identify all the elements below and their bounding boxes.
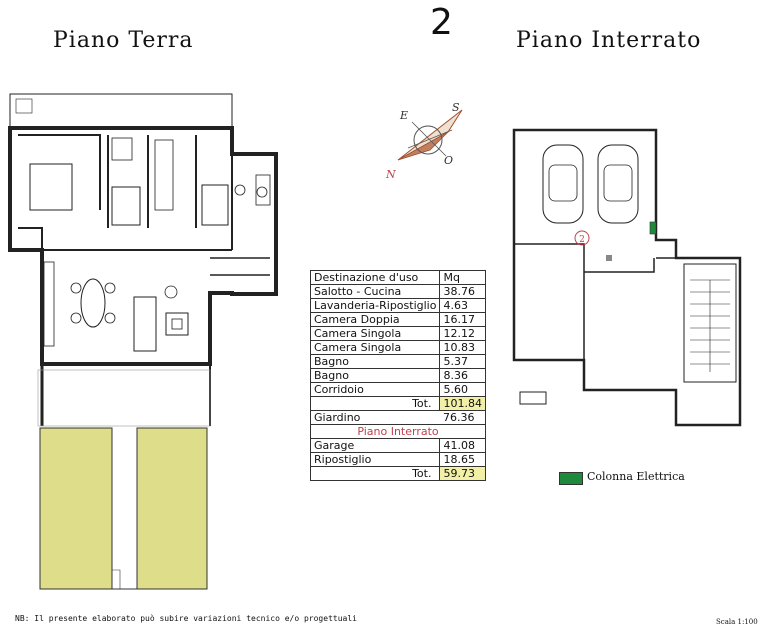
ground-total-label: Tot. <box>309 396 441 411</box>
electrical-column-marker <box>649 221 657 235</box>
ground-floor-title: Piano Terra <box>53 28 194 53</box>
compass-east-label: E <box>399 109 408 122</box>
basement-plan <box>512 128 742 427</box>
compass-north-label: N <box>385 168 396 181</box>
basement-marker: 2 <box>579 235 585 245</box>
legend-label: Colonna Elettrica <box>587 470 685 483</box>
legend-swatch <box>559 472 583 485</box>
ground-floor-plan <box>8 93 278 427</box>
basement-total-label: Tot. <box>309 466 441 481</box>
basement-title: Piano Interrato <box>516 28 702 53</box>
garden-label: Giardino <box>309 410 440 425</box>
plan-number: 2 <box>430 2 453 43</box>
garden-right <box>136 427 208 590</box>
basement-heading-row: Piano Interrato <box>310 424 486 439</box>
garden-row: Giardino 76.36 <box>309 410 486 425</box>
table-header-row: Destinazione d'uso Mq <box>309 270 486 285</box>
ground-total-row: Tot. 101.84 <box>309 396 486 411</box>
compass-south-label: S <box>452 101 460 114</box>
compass-rose <box>397 109 463 161</box>
garden-value: 76.36 <box>439 410 486 425</box>
basement-total-value: 59.73 <box>439 466 486 481</box>
garden-left <box>39 427 113 590</box>
ground-total-value: 101.84 <box>439 396 486 411</box>
basement-heading: Piano Interrato <box>310 424 486 439</box>
scale-label: Scala 1:100 <box>716 618 758 626</box>
compass-west-label: O <box>444 154 453 167</box>
header-use: Destinazione d'uso <box>309 270 441 285</box>
footnote: NB: Il presente elaborato può subire var… <box>15 614 357 623</box>
basement-total-row: Tot. 59.73 <box>309 466 486 481</box>
header-unit: Mq <box>439 270 486 285</box>
